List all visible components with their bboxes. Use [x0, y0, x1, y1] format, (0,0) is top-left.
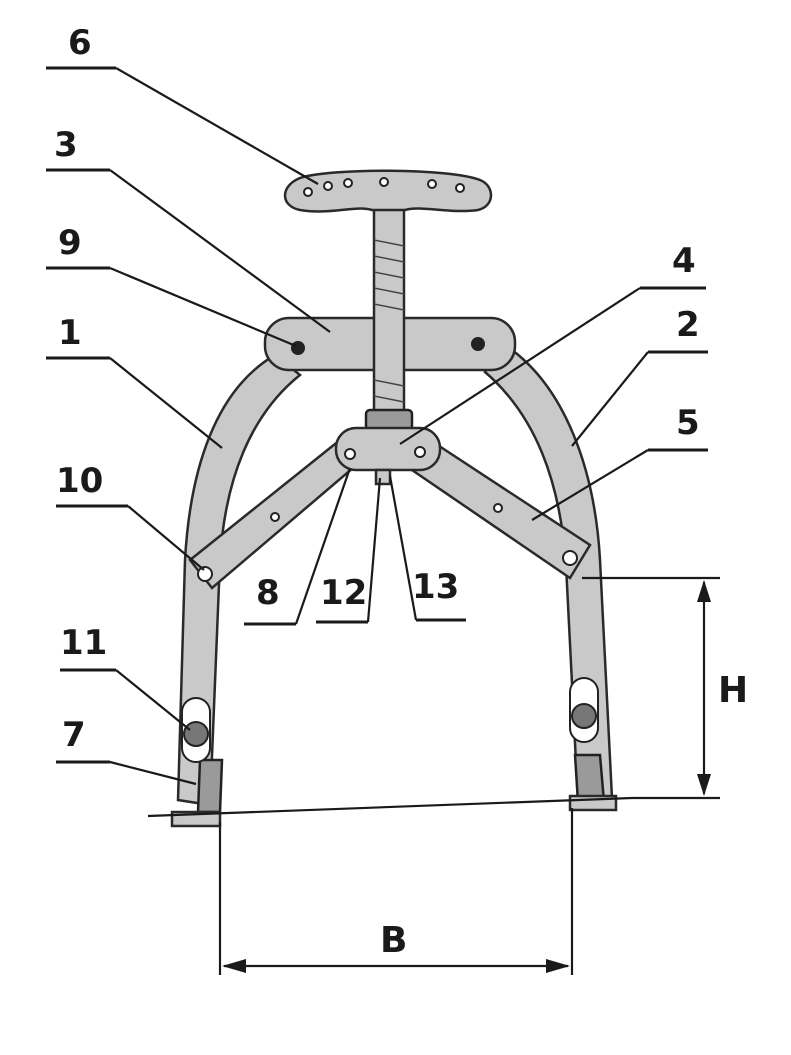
t-handle [283, 169, 493, 213]
width-dimension: B [218, 808, 574, 975]
width-label: B [380, 920, 407, 961]
callout-8: 8 [256, 573, 280, 613]
callout-3: 3 [54, 125, 78, 165]
callout-2: 2 [676, 305, 700, 345]
left-jaw-tip [196, 758, 224, 814]
handle-holes [303, 177, 465, 197]
yoke-right-pin [414, 446, 426, 458]
height-dimension: H [582, 576, 748, 800]
callout-11: 11 [60, 623, 107, 663]
callout-10: 10 [56, 461, 103, 501]
callouts: 6 3 9 1 10 11 7 4 2 [46, 23, 708, 786]
crossbar-left-pin [291, 341, 305, 355]
callout-6: 6 [68, 23, 92, 63]
left-arm-pin [197, 566, 213, 582]
screw-threads [373, 239, 405, 403]
crossbar-right-pin [471, 337, 485, 351]
right-arm-pin [562, 550, 578, 566]
callout-4: 4 [672, 241, 696, 281]
right-arm-hole [493, 503, 503, 513]
height-label: H [718, 670, 748, 711]
left-arm-hole [270, 512, 280, 522]
callout-7: 7 [62, 715, 86, 755]
right-slot-pin [571, 703, 597, 729]
callout-13: 13 [412, 567, 459, 607]
spindle-tip [374, 468, 392, 486]
callout-9: 9 [58, 223, 82, 263]
yoke-left-pin [344, 448, 356, 460]
callout-1: 1 [58, 313, 82, 353]
callout-12: 12 [320, 573, 367, 613]
base-line [147, 796, 633, 818]
left-slot-pin [183, 721, 209, 747]
callout-5: 5 [676, 403, 700, 443]
left-leg [176, 353, 303, 807]
